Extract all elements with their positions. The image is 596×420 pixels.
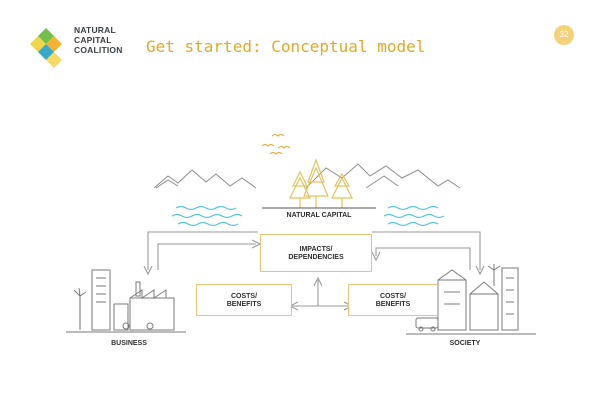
logo-mark-icon xyxy=(30,28,62,68)
natural-capital-coalition-logo: NATURAL CAPITAL COALITION xyxy=(26,24,136,68)
business-cityscape-icon xyxy=(66,269,186,333)
birds-icon xyxy=(261,134,291,155)
water-waves-icon xyxy=(171,205,445,227)
costs-benefits-right-label: COSTS/ BENEFITS xyxy=(375,293,411,308)
costs-benefits-right-box: COSTS/ BENEFITS xyxy=(348,284,438,316)
natural-capital-label: NATURAL CAPITAL xyxy=(286,212,352,219)
costs-benefits-left-box: COSTS/ BENEFITS xyxy=(196,284,292,316)
conceptual-model-diagram: NATURAL CAPITAL IMPACTS/ DEPENDENCIES CO… xyxy=(66,120,536,360)
trees-icon xyxy=(289,158,353,208)
flow-arrows xyxy=(143,231,485,311)
society-label: SOCIETY xyxy=(449,340,481,347)
costs-benefits-left-label: COSTS/ BENEFITS xyxy=(226,293,262,308)
slide-title: Get started: Conceptual model xyxy=(146,37,426,56)
society-town-icon xyxy=(406,264,536,335)
business-label: BUSINESS xyxy=(111,340,147,347)
logo-text: NATURAL CAPITAL COALITION xyxy=(74,25,123,55)
mountains-icon xyxy=(153,163,461,189)
diagram-illustration xyxy=(66,134,536,335)
page-number: 32 xyxy=(554,25,574,45)
impacts-dependencies-box: IMPACTS/ DEPENDENCIES xyxy=(260,234,372,272)
impacts-dependencies-label: IMPACTS/ DEPENDENCIES xyxy=(288,246,344,261)
